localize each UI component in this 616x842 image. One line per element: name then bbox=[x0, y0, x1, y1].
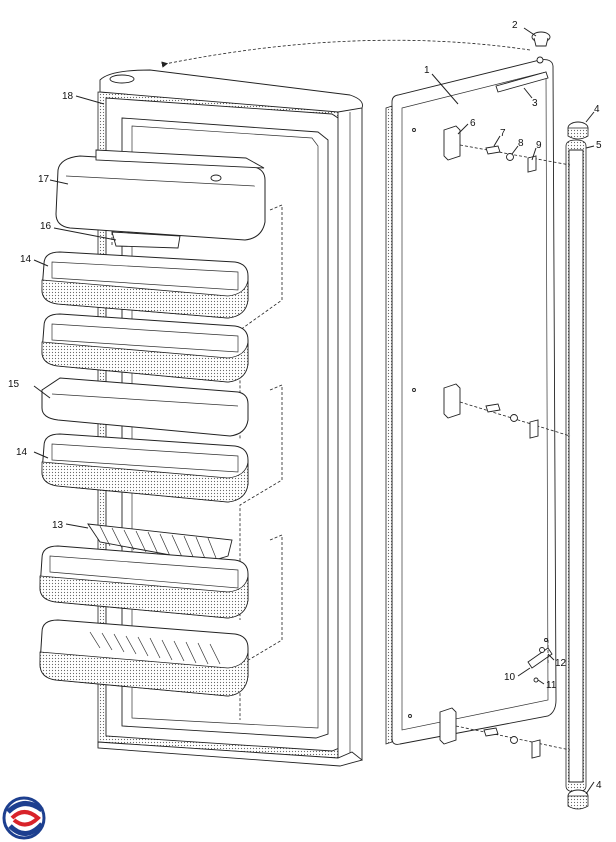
top-hinge-pin bbox=[531, 31, 551, 47]
door-shelf-5 bbox=[39, 545, 249, 619]
callout-13: 13 bbox=[52, 520, 64, 531]
hinge-fitting-top bbox=[443, 125, 571, 173]
compartment-handle bbox=[111, 231, 181, 249]
callout-8: 8 bbox=[518, 138, 524, 149]
brand-swirl-logo bbox=[2, 796, 46, 840]
callout-2: 2 bbox=[512, 20, 518, 31]
door-swing-arc bbox=[161, 39, 531, 68]
leader-lines bbox=[33, 27, 595, 795]
callout-14-lower: 14 bbox=[16, 447, 28, 458]
callout-11: 11 bbox=[546, 680, 557, 691]
door-shelf-3 bbox=[41, 377, 249, 437]
callout-14-upper: 14 bbox=[20, 254, 32, 265]
callout-4-top: 4 bbox=[594, 104, 600, 115]
outer-door-panel bbox=[385, 56, 557, 745]
callout-4-bottom: 4 bbox=[596, 780, 602, 791]
callout-labels: 1 2 3 4 4 5 6 7 8 9 10 11 12 13 14 14 15… bbox=[8, 20, 602, 791]
callout-17: 17 bbox=[38, 174, 50, 185]
callout-12: 12 bbox=[555, 658, 567, 669]
callout-5: 5 bbox=[596, 140, 602, 151]
callout-6: 6 bbox=[470, 118, 476, 129]
callout-3: 3 bbox=[532, 98, 538, 109]
callout-7: 7 bbox=[500, 128, 506, 139]
callout-18: 18 bbox=[62, 91, 74, 102]
door-shelf-2 bbox=[41, 313, 249, 383]
dairy-compartment-lid bbox=[55, 149, 266, 241]
callout-16: 16 bbox=[40, 221, 52, 232]
hinge-fitting-bottom bbox=[439, 707, 571, 759]
callout-1: 1 bbox=[424, 65, 430, 76]
callout-10: 10 bbox=[504, 672, 516, 683]
door-shelf-6 bbox=[39, 619, 249, 697]
callout-9: 9 bbox=[536, 140, 542, 151]
door-shelf-4 bbox=[41, 433, 249, 503]
door-handle-profile bbox=[565, 121, 589, 810]
hinge-fitting-middle bbox=[443, 383, 571, 439]
door-shelf-1 bbox=[41, 251, 249, 319]
callout-15: 15 bbox=[8, 379, 20, 390]
